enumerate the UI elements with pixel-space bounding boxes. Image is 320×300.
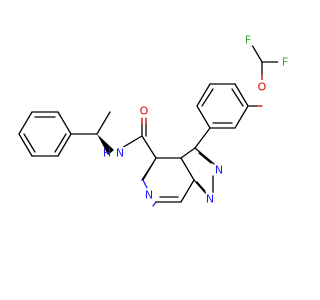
ether-oxygen-label: O: [258, 81, 267, 94]
bond: [96, 111, 111, 135]
bond: [234, 105, 249, 129]
bonds: [18, 44, 279, 207]
atom-label-background: [203, 192, 217, 206]
bond-inner: [231, 88, 244, 107]
bond: [152, 201, 157, 207]
amide-hydrogen-label: H: [103, 147, 111, 160]
bond: [234, 83, 249, 107]
bond: [180, 179, 195, 203]
bond: [194, 127, 211, 149]
atom-label-background: [113, 146, 127, 160]
bond-inner: [54, 133, 67, 153]
bond: [194, 147, 215, 165]
bond: [141, 135, 157, 159]
bond: [196, 105, 211, 129]
atom-label-background: [142, 188, 156, 202]
triazole-nitrogen-label: N: [215, 164, 223, 177]
atom-label-background: [241, 33, 255, 47]
fluorine-label: F: [245, 34, 251, 47]
bond: [57, 111, 72, 135]
bond: [196, 83, 211, 107]
bond-inner: [201, 88, 214, 107]
atom-label-background: [137, 104, 151, 118]
bond-inner: [196, 181, 206, 192]
bond: [57, 133, 72, 157]
atom-label-background: [255, 80, 269, 94]
atom-label-background: [278, 55, 292, 69]
molecule-structure-diagram: O F F O N H N N N: [18, 33, 292, 207]
atom-labels: O F F O N H N N N: [103, 33, 292, 206]
carbonyl-oxygen-label: O: [140, 105, 149, 118]
bond: [18, 111, 33, 135]
bond-inner: [141, 162, 154, 181]
bond-inner: [198, 152, 212, 164]
bond: [119, 135, 143, 150]
amide-nitrogen-label: N: [116, 147, 124, 160]
fluorine-label: F: [282, 56, 288, 69]
triazole-nitrogen-label: N: [206, 193, 214, 206]
atom-label-background: [212, 163, 226, 177]
bond-inner: [23, 133, 36, 153]
bond: [18, 133, 33, 157]
pyrazine-nitrogen-label: N: [145, 189, 153, 202]
bond: [180, 147, 196, 159]
bond: [193, 179, 209, 197]
bond: [180, 157, 195, 181]
wedge-bond: [97, 134, 114, 155]
bond: [251, 44, 263, 63]
